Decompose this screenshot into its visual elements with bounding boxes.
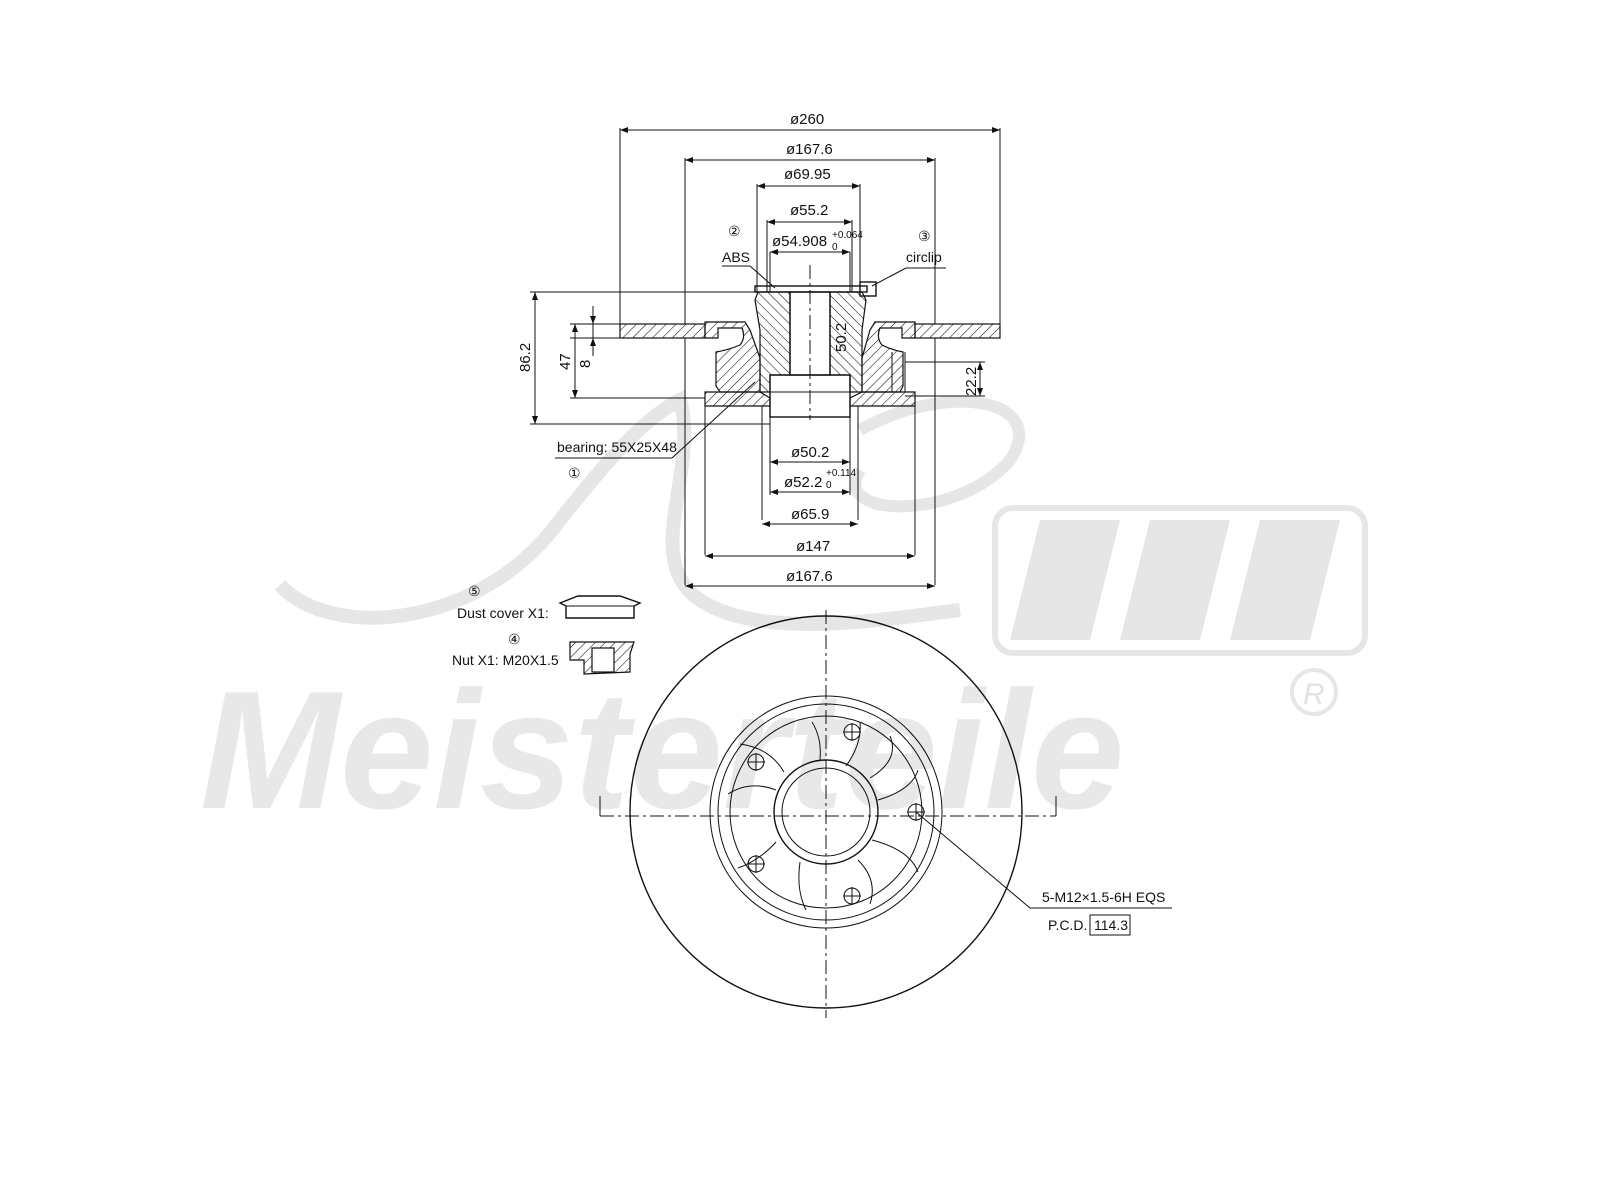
pcd-label: P.C.D.	[1048, 917, 1087, 933]
dim-52-2-label: ø52.2	[784, 474, 822, 491]
dim-52-2: ø52.2 +0.114 0	[770, 468, 857, 495]
dim-69-95-label: ø69.95	[784, 166, 831, 183]
dim-50-2-height: 50.2	[833, 323, 850, 352]
dim-69-95: ø69.95	[757, 166, 860, 189]
callout-circlip: ③ circlip	[871, 228, 946, 287]
callout-circlip-text: circlip	[906, 249, 942, 265]
disc-right-plate	[914, 323, 1001, 339]
dim-147-label: ø147	[796, 538, 830, 555]
watermark-registered: R	[1303, 678, 1325, 711]
callout-abs-text: ABS	[722, 249, 750, 265]
hub-ribs	[727, 721, 919, 911]
dim-8-label: 8	[577, 360, 594, 368]
dim-167-6-top: ø167.6	[685, 141, 935, 163]
dim-167-6-bottom-label: ø167.6	[786, 568, 833, 585]
nut-drawing	[569, 641, 635, 675]
watermark-swash-loop	[849, 395, 1025, 513]
watermark-stripes	[992, 505, 1368, 656]
disc-left-plate	[619, 323, 706, 339]
hub-bottom-right	[849, 391, 916, 407]
abs-ring	[754, 285, 868, 293]
dim-54-908-upper-tol: +0.064	[832, 230, 863, 241]
nut-number: ④	[508, 631, 521, 647]
dim-47-label: 47	[557, 353, 574, 370]
dim-47: 47	[557, 324, 578, 398]
bolt-callout: 5-M12×1.5-6H EQS P.C.D. 114.3	[915, 811, 1172, 936]
dust-cover-label: Dust cover X1:	[457, 605, 549, 621]
bolt-hole	[843, 887, 861, 905]
dim-54-908: ø54.908 +0.064 0	[769, 230, 863, 292]
dim-65-9: ø65.9	[762, 506, 858, 527]
bolt-hole	[843, 723, 861, 741]
dim-86-2-label: 86.2	[517, 343, 534, 372]
dim-167-6-top-label: ø167.6	[786, 141, 833, 158]
accessories: ⑤ Dust cover X1: ④ Nut X1: M20X1.5	[452, 583, 642, 675]
dim-167-6-bottom: ø167.6	[685, 568, 935, 589]
bolt-hole	[747, 753, 765, 771]
hub-left-wall	[704, 321, 761, 393]
section-view: ø260 ø167.6 ø69.95 ø55.2 ø54.908 +0.064 …	[517, 111, 1001, 589]
callout-abs-number: ②	[728, 223, 741, 239]
dim-55-2: ø55.2	[767, 202, 852, 225]
dim-147: ø147	[705, 538, 915, 559]
dim-22-2: 22.2	[963, 362, 983, 396]
dim-54-908-label: ø54.908	[772, 233, 827, 250]
front-view: 5-M12×1.5-6H EQS P.C.D. 114.3	[599, 610, 1172, 1018]
dim-52-2-lower-tol: 0	[826, 480, 832, 491]
dim-52-2-upper-tol: +0.114	[826, 468, 857, 479]
dim-260: ø260	[620, 111, 1000, 133]
dim-55-2-label: ø55.2	[790, 202, 828, 219]
callout-bearing-number: ①	[568, 465, 581, 481]
callout-abs: ② ABS	[722, 223, 776, 289]
dim-22-2-label: 22.2	[963, 367, 980, 396]
hub-right-wall	[861, 321, 916, 393]
callout-bearing-text: bearing: 55X25X48	[557, 439, 677, 455]
dust-cover-number: ⑤	[468, 583, 481, 599]
hub-bottom-left	[704, 391, 771, 407]
nut-label: Nut X1: M20X1.5	[452, 652, 559, 668]
pcd-box	[1089, 914, 1131, 936]
bolt-hole	[747, 855, 765, 873]
bolt-holes	[747, 723, 925, 905]
dim-50-2-height-label: 50.2	[833, 323, 850, 352]
callout-bearing: bearing: 55X25X48 ①	[555, 381, 756, 481]
dim-54-908-lower-tol: 0	[832, 242, 838, 253]
dim-260-label: ø260	[790, 111, 824, 128]
dim-86-2: 86.2	[517, 292, 538, 424]
dim-8: 8	[577, 306, 596, 368]
callout-circlip-number: ③	[918, 228, 931, 244]
dim-65-9-label: ø65.9	[791, 506, 829, 523]
bolt-thread-spec: 5-M12×1.5-6H EQS	[1042, 889, 1165, 905]
watermark-text: Meisterteile	[200, 656, 1124, 844]
bearing-left-race	[754, 291, 791, 393]
pcd-value: 114.3	[1094, 917, 1128, 933]
dim-50-2-label: ø50.2	[791, 444, 829, 461]
dim-50-2: ø50.2	[770, 444, 850, 465]
dust-cover-drawing	[558, 595, 642, 619]
watermark: Meisterteile R	[200, 389, 1368, 844]
